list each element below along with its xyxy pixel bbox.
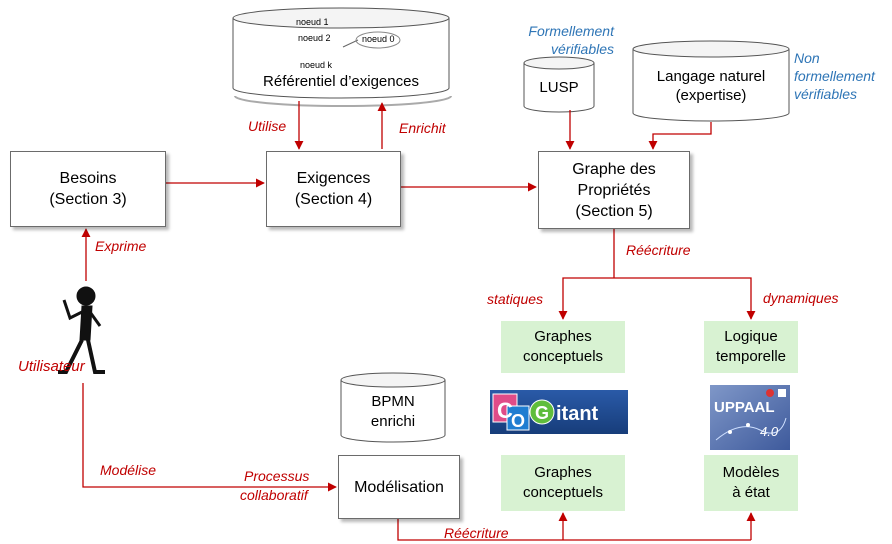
formellement-line2: vérifiables — [550, 41, 614, 57]
annotation-formellement: Formellement vérifiables — [514, 22, 614, 58]
lusp-label: LUSP — [539, 79, 579, 96]
logique-temporelle: Logique temporelle — [704, 321, 798, 373]
cogitant-logo: C O G itant — [490, 390, 628, 434]
graphes-top-line1: Graphes — [534, 328, 592, 345]
label-utilise: Utilise — [248, 118, 287, 134]
user-figure-icon — [58, 286, 105, 374]
logique-line2: temporelle — [715, 348, 787, 365]
modeles-line1: Modèles — [722, 464, 780, 481]
besoins-section: (Section 3) — [49, 191, 127, 208]
label-reecriture-bottom: Réécriture — [444, 525, 509, 541]
annotation-non-formellement: Non formellement vérifiables — [794, 49, 875, 103]
graphe-label-1: Graphe des — [572, 160, 656, 178]
besoins-label: Besoins — [59, 170, 117, 187]
modelisation-box: Modélisation — [338, 455, 460, 519]
langage-line2: (expertise) — [675, 87, 747, 104]
graphes-bottom-line2: conceptuels — [522, 484, 604, 501]
uppaal-version: 4.0 — [760, 424, 779, 439]
arrow-statiques — [558, 277, 614, 320]
graphe-box: Graphe des Propriétés (Section 5) — [538, 151, 690, 229]
non-line3: vérifiables — [794, 86, 858, 102]
label-processus: Processus — [244, 468, 310, 484]
modeles-line2: à état — [732, 484, 770, 501]
formellement-line1: Formellement — [528, 23, 614, 39]
label-dynamiques: dynamiques — [763, 290, 839, 306]
noeud-0: noeud 0 — [362, 34, 395, 44]
logique-line1: Logique — [724, 328, 778, 345]
label-utilisateur: Utilisateur — [18, 358, 85, 375]
arrow-modelise — [82, 383, 337, 492]
referentiel-database — [232, 7, 452, 107]
label-collaboratif: collaboratif — [240, 487, 308, 503]
referentiel-label: Référentiel d’exigences — [263, 73, 419, 90]
langage-database — [632, 40, 790, 122]
graphe-section: (Section 5) — [575, 202, 653, 220]
cogitant-text: itant — [556, 403, 599, 425]
label-modelise: Modélise — [100, 462, 157, 478]
non-line2: formellement — [794, 68, 875, 84]
graphes-conceptuels-bottom: Graphes conceptuels — [501, 455, 625, 511]
modeles-a-etat: Modèles à état — [704, 455, 798, 511]
noeud-1: noeud 1 — [296, 17, 329, 27]
uppaal-logo: UPPAAL 4.0 — [710, 385, 790, 450]
noeud-2: noeud 2 — [298, 33, 331, 43]
langage-line1: Langage naturel — [656, 68, 766, 85]
label-reecriture-top: Réécriture — [626, 242, 691, 258]
exigences-label: Exigences — [296, 170, 371, 187]
label-exprime: Exprime — [95, 238, 147, 254]
bpmn-line2: enrichi — [370, 413, 416, 430]
label-enrichit: Enrichit — [399, 120, 446, 136]
bpmn-line1: BPMN — [371, 393, 415, 410]
graphes-conceptuels-top: Graphes conceptuels — [501, 321, 625, 373]
graphes-top-line2: conceptuels — [522, 348, 604, 365]
non-line1: Non — [794, 50, 820, 66]
bpmn-database — [340, 372, 446, 443]
graphes-bottom-line1: Graphes — [534, 464, 592, 481]
arrow-dynamiques — [614, 277, 756, 320]
besoins-box: Besoins (Section 3) — [10, 151, 166, 227]
cogitant-o: O — [511, 411, 525, 431]
cogitant-c: C — [497, 398, 513, 423]
exigences-section: (Section 4) — [294, 191, 373, 208]
lusp-database — [523, 56, 595, 113]
uppaal-text: UPPAAL — [714, 399, 775, 416]
exigences-box: Exigences (Section 4) — [266, 151, 401, 227]
modelisation-label: Modélisation — [354, 478, 444, 496]
label-statiques: statiques — [487, 291, 544, 307]
graphe-label-2: Propriétés — [577, 181, 651, 199]
arrow-langage-graphe — [648, 122, 712, 150]
cogitant-g: G — [535, 403, 549, 423]
noeud-k: noeud k — [300, 60, 333, 70]
reecriture-bottom-line — [397, 518, 751, 541]
